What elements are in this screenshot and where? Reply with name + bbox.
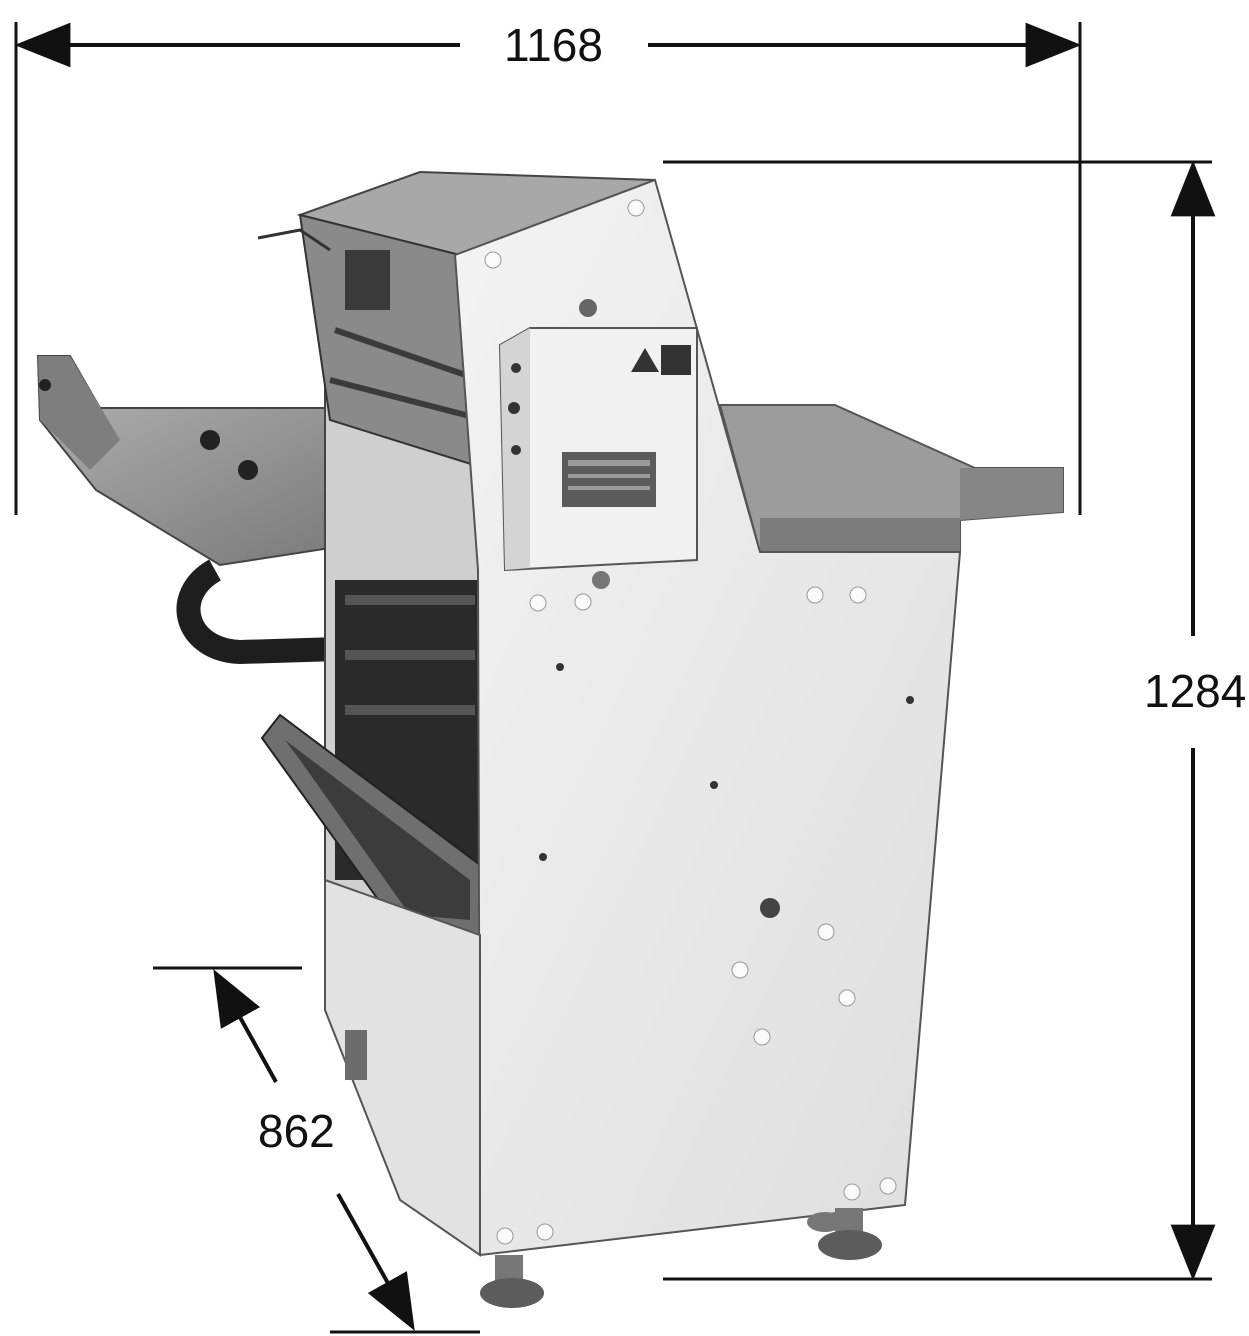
machine-illustration (36, 170, 1064, 1308)
right-table (718, 404, 1064, 553)
control-box (498, 327, 698, 589)
top-mechanism (257, 170, 656, 472)
depth-dimension-label: 862 (252, 1108, 341, 1154)
depth-dimension (153, 966, 480, 1334)
width-dimension-label: 1168 (498, 22, 609, 68)
height-dimension-label: 1284 (1138, 668, 1249, 714)
width-dimension (14, 22, 1082, 515)
depth-arrow-bottom (336, 1193, 415, 1331)
warning-icon (631, 348, 659, 372)
depth-arrow-top (213, 969, 278, 1083)
height-dimension (663, 160, 1216, 1281)
leveling-feet (345, 1030, 882, 1308)
cable-carrier (176, 559, 471, 665)
